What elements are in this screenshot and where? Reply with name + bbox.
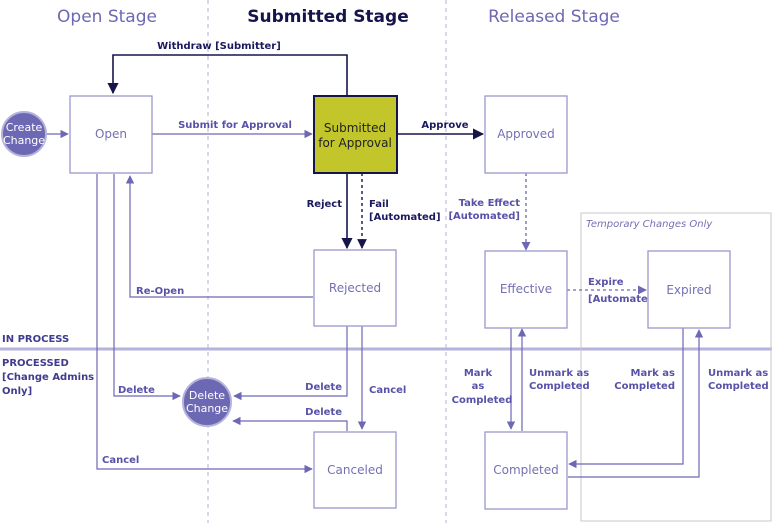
node-expired[interactable]: Expired	[647, 250, 731, 329]
edge-label-approve: Approve	[421, 120, 468, 131]
node-delete-change-label-2: Change	[186, 402, 228, 415]
edge-label-delete-rejected: Delete	[305, 382, 342, 393]
zone-label-in-process: IN PROCESS	[2, 334, 69, 345]
edge-withdraw	[107, 54, 348, 95]
node-create-change[interactable]: Create Change	[1, 111, 47, 157]
edge-label-unmark-effective-2: Completed	[529, 381, 590, 392]
edge-delete-open	[113, 174, 181, 401]
edge-label-fail: Fail	[369, 199, 389, 210]
node-completed-label: Completed	[493, 463, 558, 477]
stage-title-released: Released Stage	[488, 7, 620, 27]
node-delete-change-label-1: Delete	[189, 389, 225, 402]
edge-label-fail-automated: [Automated]	[369, 212, 441, 223]
zone-label-processed: PROCESSED	[2, 358, 69, 369]
node-create-change-label-2: Change	[3, 134, 45, 147]
stage-title-open: Open Stage	[57, 7, 157, 27]
edge-label-mark-effective-2: as	[472, 381, 485, 392]
edge-mark-completed-expired	[568, 328, 684, 469]
edge-label-delete-canceled: Delete	[305, 407, 342, 418]
edge-label-mark-effective-1: Mark	[464, 368, 493, 379]
node-approved-label: Approved	[497, 127, 555, 141]
edge-label-mark-expired-2: Completed	[614, 381, 675, 392]
edge-label-submit: Submit for Approval	[178, 120, 292, 131]
edge-label-reopen: Re-Open	[136, 286, 184, 297]
edge-label-cancel-open: Cancel	[102, 455, 139, 466]
node-open[interactable]: Open	[69, 95, 153, 174]
node-completed[interactable]: Completed	[484, 431, 568, 510]
edge-label-expire: Expire	[588, 277, 624, 288]
node-canceled[interactable]: Canceled	[313, 431, 397, 509]
node-create-change-label-1: Create	[6, 121, 43, 134]
edge-delete-rejected	[233, 326, 348, 401]
zone-label-processed-note-1: [Change Admins	[2, 372, 94, 383]
edge-label-unmark-expired-2: Completed	[708, 381, 769, 392]
edge-label-mark-effective-3: Completed	[452, 395, 513, 406]
node-effective[interactable]: Effective	[484, 250, 568, 329]
edge-label-expire-automated: [Automated]	[588, 294, 660, 305]
edge-label-unmark-expired-1: Unmark as	[708, 368, 768, 379]
edge-label-withdraw: Withdraw [Submitter]	[157, 41, 281, 52]
node-effective-label: Effective	[500, 282, 552, 296]
node-expired-label: Expired	[666, 283, 711, 297]
edge-label-unmark-effective-1: Unmark as	[529, 368, 589, 379]
stage-title-submitted: Submitted Stage	[247, 7, 408, 27]
node-approved[interactable]: Approved	[484, 95, 568, 174]
edge-label-delete-open: Delete	[118, 385, 155, 396]
temporary-group-label: Temporary Changes Only	[586, 219, 713, 230]
zone-label-processed-note-2: Only]	[2, 386, 32, 397]
edge-delete-canceled	[232, 416, 348, 431]
temporary-changes-group	[580, 212, 772, 522]
edge-label-take-effect: Take Effect	[459, 198, 521, 209]
edge-reopen	[125, 175, 313, 298]
edge-label-mark-expired-1: Mark as	[631, 368, 676, 379]
edge-label-reject: Reject	[307, 199, 343, 210]
node-open-label: Open	[95, 127, 127, 141]
node-submitted-label-2: for Approval	[318, 136, 392, 150]
node-delete-change[interactable]: Delete Change	[182, 377, 232, 427]
node-rejected-label: Rejected	[329, 281, 381, 295]
edge-label-cancel-rejected: Cancel	[369, 385, 406, 396]
edge-unmark-completed-expired	[568, 329, 704, 478]
node-canceled-label: Canceled	[327, 463, 383, 477]
node-submitted-for-approval[interactable]: Submitted for Approval	[313, 95, 398, 174]
node-rejected[interactable]: Rejected	[313, 249, 397, 327]
node-submitted-label-1: Submitted	[324, 121, 386, 135]
edge-label-take-effect-automated: [Automated]	[448, 211, 520, 222]
edge-cancel-open	[96, 174, 313, 474]
